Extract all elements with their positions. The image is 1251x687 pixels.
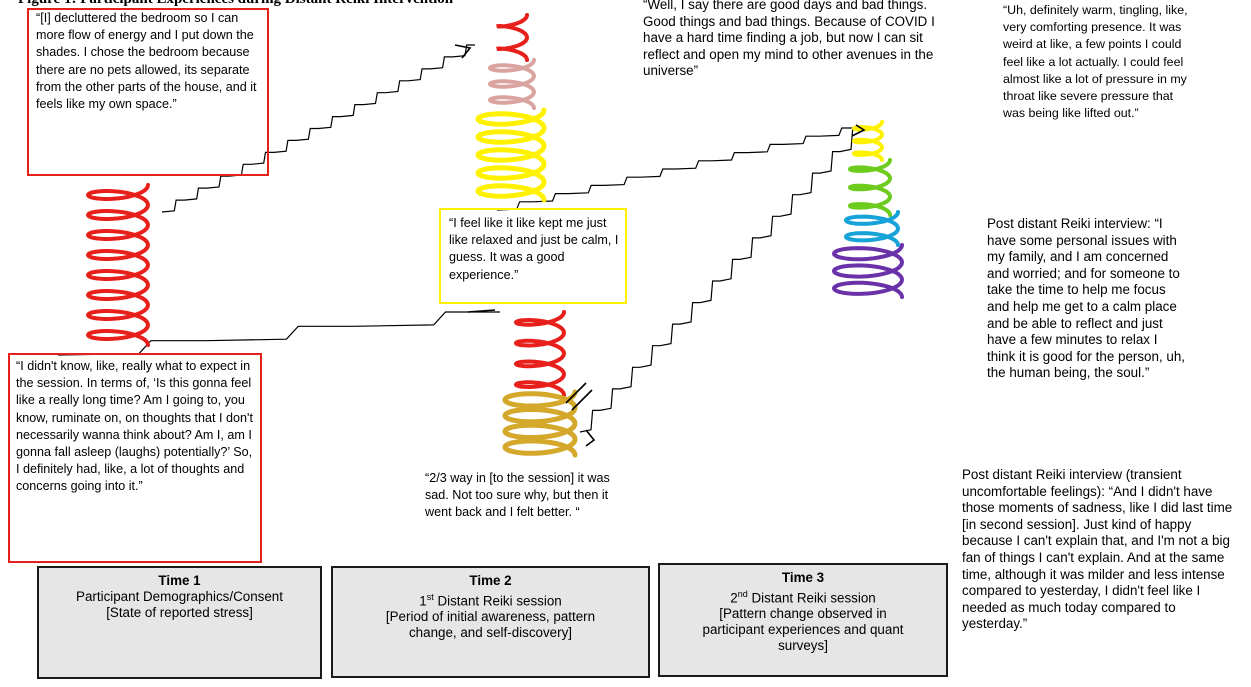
quote-relaxed: “I feel like it like kept me just like r… <box>449 216 619 282</box>
time-2-ordinal-sup: st <box>426 592 434 602</box>
arrow-mark-middle <box>467 309 496 313</box>
stairs-lower-right <box>579 129 860 433</box>
time-1-title: Time 1 <box>158 573 201 588</box>
quote-good-days: “Well, I say there are good days and bad… <box>643 0 935 79</box>
time-1-line-1: Participant Demographics/Consent <box>76 589 283 604</box>
quote-post-interview-transient: Post distant Reiki interview (transient … <box>962 467 1233 632</box>
stairs-upper-left <box>161 44 475 213</box>
check-mark-bottom <box>585 429 596 447</box>
spiral-time3-purple <box>831 243 905 299</box>
quote-box-relaxed <box>439 208 627 304</box>
time-3-line-3: participant experiences and quant <box>702 622 904 638</box>
time-1-line-2: [State of reported stress] <box>106 605 253 620</box>
quote-box-expectations <box>8 353 262 563</box>
time-2-title: Time 2 <box>469 573 512 588</box>
time-2-line-2: [Period of initial awareness, pattern <box>385 609 596 625</box>
quote-expectations: “I didn't know, like, really what to exp… <box>16 359 253 494</box>
double-slash-mark <box>565 382 593 411</box>
time-3-title: Time 3 <box>781 570 825 585</box>
spiral-time2-pink <box>487 58 537 110</box>
quote-sad: “2/3 way in [to the session] it was sad.… <box>425 471 610 520</box>
time-2-line-3: change, and self-discovery] <box>408 625 572 641</box>
time-3-ordinal-num: 2 <box>730 590 738 606</box>
timeline-box-time-1: Time 1 Participant Demographics/Consent … <box>37 566 322 679</box>
time-2-line-1: 1st Distant Reiki session <box>333 589 648 609</box>
figure-title: Figure 1: Participant Experiences during… <box>18 0 453 8</box>
spiral-time1-red <box>85 183 151 347</box>
spiral-time3-yellow <box>851 120 885 162</box>
quote-warm-tingling: “Uh, definitely warm, tingling, like, ve… <box>1003 3 1188 121</box>
time-3-line-1: 2nd Distant Reiki session <box>660 586 946 606</box>
spiral-time2b-red <box>513 310 567 397</box>
spiral-time3-green <box>847 158 893 217</box>
spiral-time2-red-top <box>496 13 530 62</box>
energy-spirals <box>85 13 905 458</box>
time-2-ordinal-rest: Distant Reiki session <box>433 593 562 609</box>
stairs-lower-left <box>57 311 500 356</box>
timeline-box-time-3: Time 3 2nd Distant Reiki session [Patter… <box>658 563 948 677</box>
quote-box-decluttered <box>27 8 269 176</box>
staircase-lines <box>57 44 860 433</box>
time-3-ordinal-sup: nd <box>737 589 748 599</box>
spiral-time2b-gold <box>502 389 578 458</box>
timeline-box-time-2: Time 2 1st Distant Reiki session [Period… <box>331 566 650 678</box>
quote-post-interview-family: Post distant Reiki interview: “I have so… <box>987 216 1186 381</box>
spiral-time2-yellow <box>475 107 547 203</box>
time-3-line-2: [Pattern change observed in <box>719 606 887 622</box>
stairs-upper-right <box>496 127 855 211</box>
quote-decluttered: “[I] decluttered the bedroom so I can mo… <box>36 11 257 112</box>
time-3-line-4: surveys] <box>778 638 828 654</box>
pen-marks <box>454 44 866 447</box>
spiral-time3-blue <box>843 210 901 247</box>
time-2-ordinal-num: 1 <box>419 593 427 609</box>
arrow-mark-right <box>851 124 866 137</box>
arrow-mark-top <box>454 44 472 59</box>
time-3-ordinal-rest: Distant Reiki session <box>747 590 876 606</box>
